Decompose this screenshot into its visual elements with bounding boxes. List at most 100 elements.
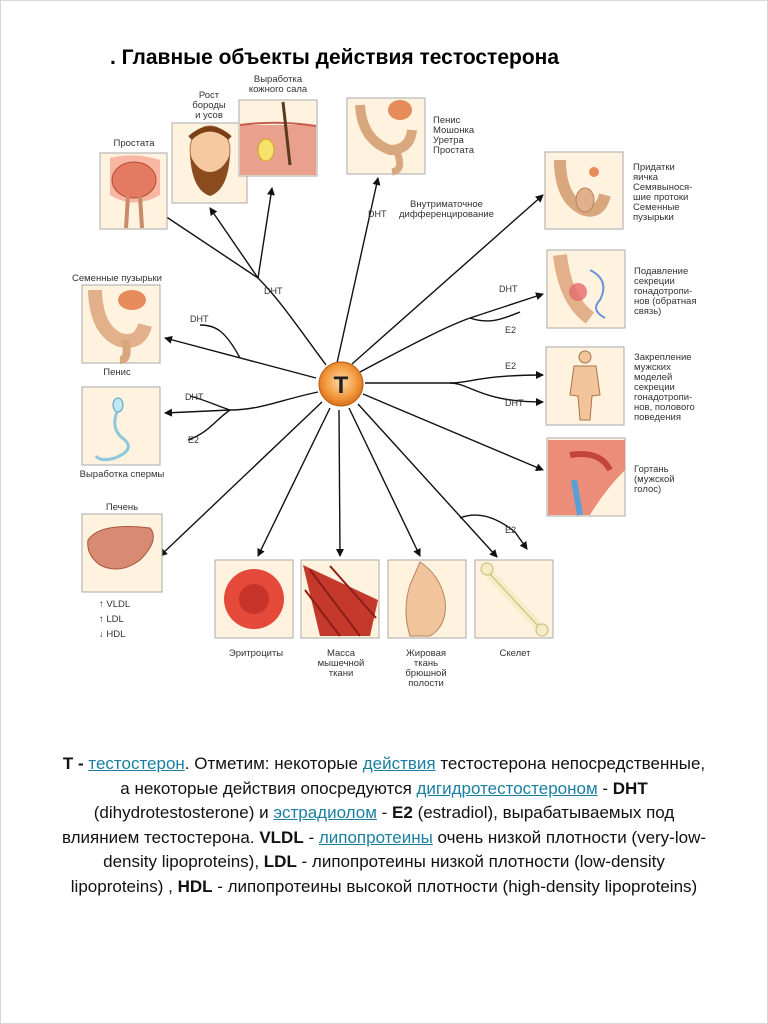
muscle-box: Масса мышечной ткани bbox=[300, 559, 380, 679]
e2-label-4: E2 bbox=[188, 435, 199, 445]
caption-e2: E2 bbox=[392, 803, 413, 822]
penis-group-label-3: Уретра bbox=[433, 135, 464, 146]
muscle-label-3: ткани bbox=[329, 668, 354, 679]
link-dht[interactable]: дигидротестостероном bbox=[416, 778, 598, 798]
caption-t: T - bbox=[62, 754, 89, 773]
arrow-larynx bbox=[362, 393, 544, 471]
epididymis-label-6: пузырьки bbox=[633, 212, 674, 223]
erythrocytes-box: Эритроциты bbox=[214, 559, 294, 659]
arrow-epididymis bbox=[351, 194, 544, 365]
arrows bbox=[149, 177, 544, 558]
fat-label-4: полости bbox=[408, 678, 444, 689]
penis-group-box: Пенис Мошонка Уретра Простата Внутримато… bbox=[346, 97, 494, 220]
caption-text-6: - bbox=[376, 803, 393, 822]
arrow-penis-dht bbox=[199, 324, 241, 359]
testosterone-node: T bbox=[318, 361, 364, 407]
prostate-label: Простата bbox=[114, 138, 156, 149]
e2-label-1: E2 bbox=[505, 325, 516, 335]
caption-text-11: - липопротеины высокой плотности (high-d… bbox=[212, 876, 698, 896]
sebum-label-2: кожного сала bbox=[249, 84, 308, 95]
fixation-label-4: секреции bbox=[634, 382, 675, 393]
suppression-label-4: нов (обратная bbox=[634, 296, 697, 307]
caption-hdl: HDL bbox=[177, 876, 213, 896]
mediator-labels: DHT DHT DHT E2 E2 DHT E2 DHT DHT E2 bbox=[185, 209, 524, 535]
e2-label-3: E2 bbox=[505, 525, 516, 535]
dht-label-2: DHT bbox=[368, 209, 387, 219]
fixation-box: Закрепление мужских моделей секреции гон… bbox=[545, 346, 695, 426]
seminal-label: Семенные пузырьки bbox=[72, 273, 162, 284]
arrow-muscle bbox=[335, 409, 344, 557]
fixation-label-3: моделей bbox=[634, 372, 672, 383]
beard-box: Рост бороды и усов bbox=[171, 90, 248, 204]
epididymis-box: Придатки яичка Семявынося- шие протоки С… bbox=[544, 151, 692, 230]
e2-label-2: E2 bbox=[505, 361, 516, 371]
arrow-liver bbox=[159, 401, 323, 557]
dht-label-4: DHT bbox=[505, 398, 524, 408]
caption-dht: DHT bbox=[612, 778, 648, 798]
caption-text-4: - bbox=[597, 778, 613, 798]
caption-text-3: тестостерона непосредственные, а некотор… bbox=[120, 754, 706, 798]
fat-label-1: Жировая bbox=[406, 648, 446, 659]
link-lipoproteins[interactable]: липопротеины bbox=[318, 827, 433, 847]
erythrocytes-label: Эритроциты bbox=[229, 648, 283, 659]
intrauterine-label-1: Внутриматочное bbox=[410, 199, 483, 210]
dht-label-1: DHT bbox=[264, 286, 283, 296]
caption-text-5: (dihydrotestosterone) и bbox=[93, 803, 274, 822]
caption-text-2: . Отметим: некоторые bbox=[184, 754, 363, 773]
muscle-label-2: мышечной bbox=[318, 658, 365, 669]
fixation-label-6: нов, полового bbox=[634, 402, 695, 413]
page-title: . Главные объекты действия тестостерона bbox=[110, 46, 560, 69]
caption-text-8: - bbox=[303, 827, 319, 847]
penis-group-label-2: Мошонка bbox=[433, 125, 475, 136]
caption-vldl: VLDL bbox=[259, 827, 304, 847]
fixation-label-2: мужских bbox=[634, 362, 671, 373]
intrauterine-label-2: дифференцирование bbox=[399, 209, 494, 220]
penis-box: Семенные пузырьки Пенис bbox=[72, 273, 162, 378]
arrow-beard bbox=[209, 207, 259, 279]
caption-text-7: (estradiol), вырабатываемых под влиянием… bbox=[61, 803, 675, 847]
arrow-fat bbox=[348, 407, 421, 557]
larynx-label-2: (мужской bbox=[634, 474, 675, 485]
skeleton-box: Скелет bbox=[474, 559, 554, 659]
liver-box: Печень ↑ VLDL ↑ LDL ↓ HDL bbox=[81, 502, 163, 640]
epididymis-label-1: Придатки bbox=[633, 162, 675, 173]
arrow-sebum bbox=[257, 187, 275, 279]
testosterone-diagram: DHT DHT DHT E2 E2 DHT E2 DHT DHT E2 T Пр… bbox=[72, 74, 697, 689]
arrow-fixation-dht bbox=[449, 382, 544, 406]
arrow-prostate bbox=[149, 205, 327, 366]
dht-label-3: DHT bbox=[499, 284, 518, 294]
t-circle bbox=[318, 361, 364, 407]
suppression-box: Подавление секреции гонадотропи- нов (об… bbox=[546, 249, 697, 329]
muscle-label-1: Масса bbox=[327, 648, 356, 659]
penis-group-label-4: Простата bbox=[433, 145, 475, 156]
link-action[interactable]: действия bbox=[362, 754, 436, 773]
epididymis-label-2: яичка bbox=[633, 172, 659, 183]
suppression-label-5: связь) bbox=[634, 306, 661, 317]
suppression-label-1: Подавление bbox=[634, 266, 688, 277]
sperm-box: Выработка спермы bbox=[80, 386, 165, 480]
link-testosterone[interactable]: тестостерон bbox=[88, 754, 185, 773]
sebum-box: Выработка кожного сала bbox=[238, 74, 318, 177]
caption-text-10: - липопротеины низкой плотности (low-den… bbox=[70, 852, 665, 896]
arrow-skeleton-e2 bbox=[459, 514, 528, 550]
epididymis-label-3: Семявынося- bbox=[633, 182, 692, 193]
lipid-hdl: ↓ HDL bbox=[99, 629, 125, 640]
sperm-label: Выработка спермы bbox=[80, 469, 165, 480]
fixation-label-7: поведения bbox=[634, 412, 681, 423]
fat-label-2: ткань bbox=[414, 658, 438, 669]
t-label: T bbox=[334, 372, 349, 399]
dht-label-6: DHT bbox=[185, 392, 204, 402]
arrow-sperm-e2 bbox=[187, 409, 231, 441]
beard-label-2: бороды bbox=[192, 100, 226, 111]
prostate-box: Простата bbox=[99, 138, 168, 230]
caption-text-9: очень низкой плотности (very-low-density… bbox=[103, 827, 707, 872]
larynx-label-3: голос) bbox=[634, 484, 661, 495]
dht-label-5: DHT bbox=[190, 314, 209, 324]
fat-label-3: брюшной bbox=[405, 668, 446, 679]
suppression-label-3: гонадотропи- bbox=[634, 286, 692, 297]
beard-label-1: Рост bbox=[199, 90, 220, 101]
larynx-box: Гортань (мужской голос) bbox=[546, 437, 675, 517]
beard-label-3: и усов bbox=[195, 110, 223, 121]
penis-label: Пенис bbox=[103, 367, 131, 378]
link-estradiol[interactable]: эстрадиолом bbox=[273, 803, 377, 822]
